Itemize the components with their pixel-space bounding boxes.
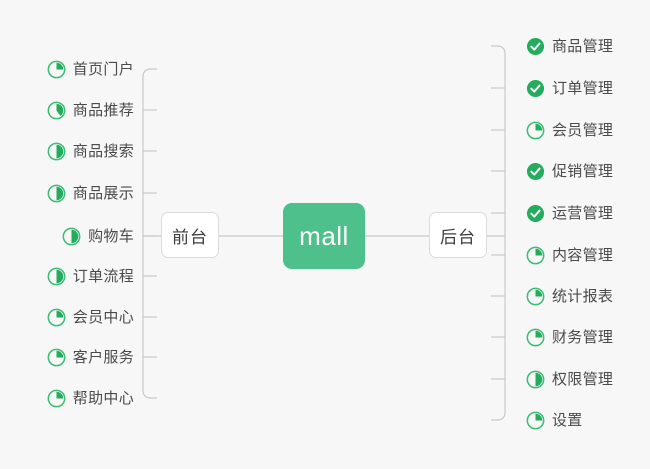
pie-progress-icon [526,246,545,264]
pie-progress-icon [47,142,66,160]
pie-progress-icon [47,60,66,78]
leaf-node[interactable]: 促销管理 [526,159,613,183]
branch-node-backend-label: 后台 [440,227,476,247]
check-circle-icon [526,37,545,55]
leaf-node[interactable]: 订单管理 [526,76,613,100]
leaf-node[interactable]: 商品推荐 [47,98,134,122]
leaf-node[interactable]: 商品搜索 [47,139,134,163]
leaf-node-label: 首页门户 [72,60,134,78]
leaf-node[interactable]: 运营管理 [526,201,613,225]
pie-progress-icon [47,101,66,119]
leaf-node[interactable]: 会员中心 [47,305,134,329]
leaf-node[interactable]: 权限管理 [526,367,613,391]
leaf-node-label: 统计报表 [552,287,614,305]
leaf-node-label: 商品管理 [552,37,614,55]
branch-node-frontend-label: 前台 [172,227,208,247]
leaf-node-label: 商品展示 [72,184,134,202]
pie-progress-icon [526,411,545,429]
leaf-node-label: 会员管理 [552,121,614,139]
pie-progress-icon [47,348,66,366]
branch-node-backend[interactable]: 后台 [429,212,487,258]
leaf-node[interactable]: 首页门户 [47,57,134,81]
pie-progress-icon [526,121,545,139]
pie-progress-icon [526,287,545,305]
leaf-node[interactable]: 商品展示 [47,181,134,205]
root-node-mall[interactable]: mall [283,203,365,269]
leaf-node-label: 购物车 [88,227,134,245]
leaf-node[interactable]: 帮助中心 [47,386,134,410]
pie-progress-icon [62,227,81,245]
leaf-node-label: 帮助中心 [72,389,134,407]
leaf-node-label: 订单流程 [72,267,134,285]
check-circle-icon [526,204,545,222]
pie-progress-icon [47,308,66,326]
branch-node-frontend[interactable]: 前台 [161,212,219,258]
leaf-node-label: 内容管理 [552,246,614,264]
leaf-node[interactable]: 订单流程 [47,264,134,288]
check-circle-icon [526,162,545,180]
leaf-node[interactable]: 财务管理 [526,325,613,349]
leaf-node-label: 会员中心 [72,308,134,326]
leaf-node[interactable]: 设置 [526,408,583,432]
leaf-node-label: 设置 [552,411,583,429]
leaf-node[interactable]: 内容管理 [526,243,613,267]
leaf-node-label: 运营管理 [552,204,614,222]
pie-progress-icon [47,267,66,285]
pie-progress-icon [47,184,66,202]
check-circle-icon [526,79,545,97]
leaf-node-label: 订单管理 [552,79,614,97]
root-node-label: mall [299,220,349,251]
leaf-node-label: 商品搜索 [72,142,134,160]
leaf-node[interactable]: 会员管理 [526,118,613,142]
leaf-node-label: 促销管理 [552,162,614,180]
leaf-node-label: 财务管理 [552,328,614,346]
pie-progress-icon [526,370,545,388]
leaf-node-label: 权限管理 [552,370,614,388]
leaf-node-label: 商品推荐 [72,101,134,119]
leaf-node[interactable]: 商品管理 [526,34,613,58]
leaf-node-label: 客户服务 [72,348,134,366]
leaf-node[interactable]: 统计报表 [526,284,613,308]
pie-progress-icon [526,328,545,346]
pie-progress-icon [47,389,66,407]
leaf-node[interactable]: 购物车 [62,224,134,248]
leaf-node[interactable]: 客户服务 [47,345,134,369]
